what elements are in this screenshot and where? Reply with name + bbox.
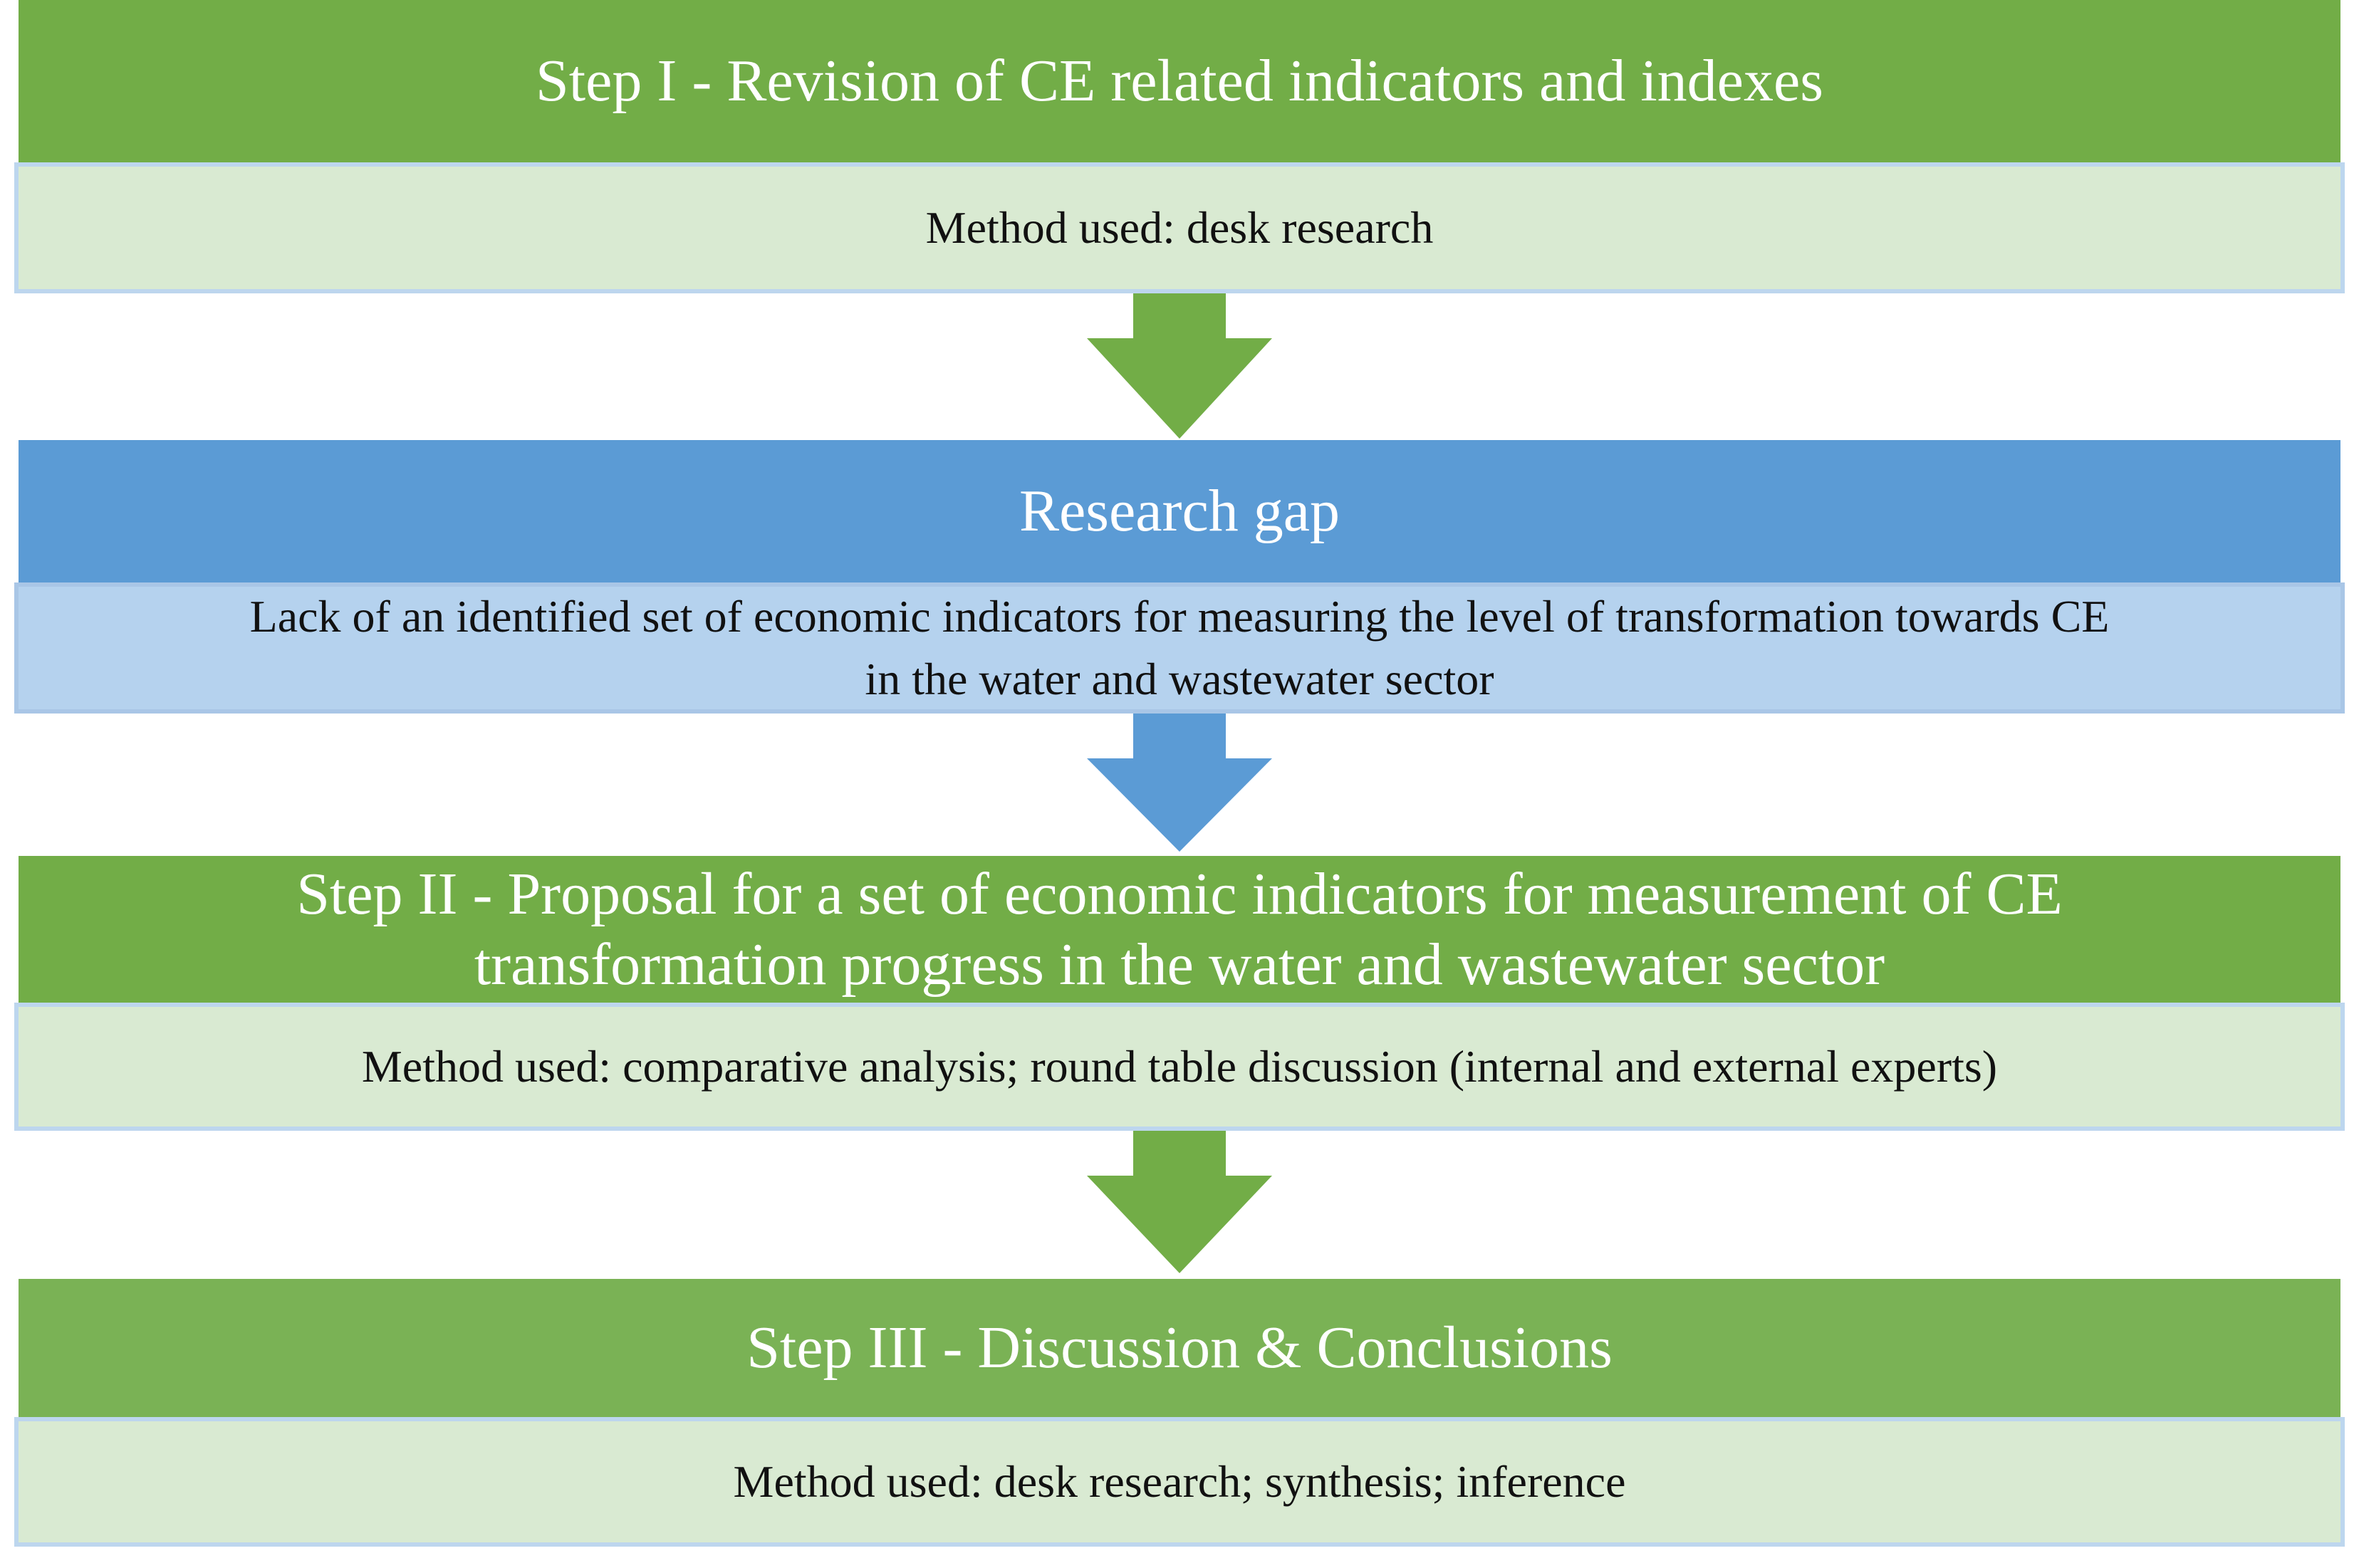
down-arrow-3 — [1087, 1131, 1272, 1273]
research-gap-description-box: Lack of an identified set of economic in… — [14, 582, 2345, 714]
step2-title: Step II - Proposal for a set of economic… — [296, 859, 2063, 1000]
step2-header: Step II - Proposal for a set of economic… — [19, 856, 2340, 1003]
down-arrow-1 — [1087, 293, 1272, 439]
step3-header: Step III - Discussion & Conclusions — [19, 1279, 2340, 1417]
step1-method-text: Method used: desk research — [925, 202, 1434, 253]
step3-method-text: Method used: desk research; synthesis; i… — [733, 1455, 1626, 1507]
research-gap-description-line-1: Lack of an identified set of economic in… — [249, 590, 2110, 642]
step1-header: Step I - Revision of CE related indicato… — [19, 0, 2340, 162]
research-gap-description-line-2: in the water and wastewater sector — [865, 654, 1494, 704]
research-gap-title: Research gap — [1019, 478, 1340, 545]
step3-method-box: Method used: desk research; synthesis; i… — [14, 1417, 2345, 1547]
step2-title-line-1: Step II - Proposal for a set of economic… — [296, 860, 2063, 927]
down-arrow-2 — [1087, 714, 1272, 852]
step2-method-text: Method used: comparative analysis; round… — [361, 1040, 1998, 1092]
step1-title: Step I - Revision of CE related indicato… — [536, 48, 1823, 115]
step1-method-box: Method used: desk research — [14, 162, 2345, 293]
step3-title: Step III - Discussion & Conclusions — [746, 1314, 1613, 1381]
step2-method-box: Method used: comparative analysis; round… — [14, 1003, 2345, 1131]
step2-title-line-2: transformation progress in the water and… — [474, 931, 1885, 998]
research-gap-description: Lack of an identified set of economic in… — [250, 585, 2110, 711]
arrow-shape-3 — [1087, 1131, 1272, 1273]
research-gap-header: Research gap — [19, 440, 2340, 582]
arrow-shape-1 — [1087, 293, 1272, 439]
arrow-shape-2 — [1087, 714, 1272, 852]
